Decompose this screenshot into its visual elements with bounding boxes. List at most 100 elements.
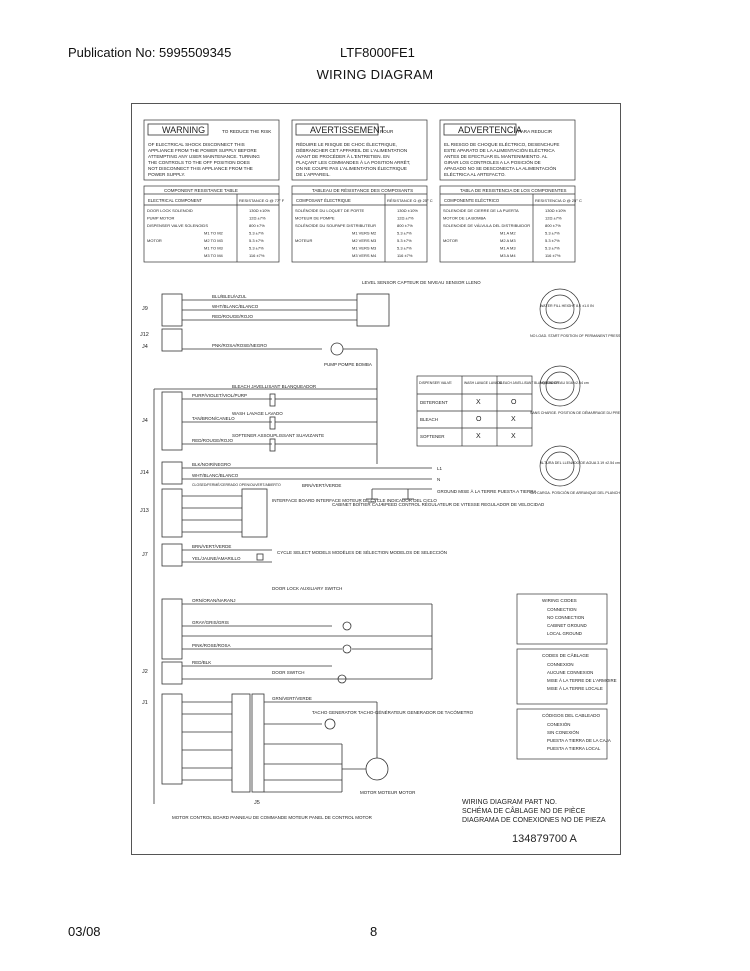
resistance-pair-fr-6: M3 VERS M4 <box>352 253 377 258</box>
pressure-gauges <box>539 288 581 487</box>
wiring-code-es-0: CONEXIÓN <box>547 722 570 727</box>
wire-label-redblk: RED/BLK <box>192 660 211 665</box>
connector-j4a: J4 <box>142 344 148 350</box>
resistance-pair-es-3: M1 A M2 <box>500 231 516 236</box>
label-l1: L1 <box>437 466 443 471</box>
connector-j13: J13 <box>140 508 149 514</box>
resistance-col2-en: RESISTANCE Ω @ 77° F <box>239 198 285 203</box>
resistance-value-fr-6: 116 ±7% <box>397 253 413 258</box>
label-door-lock: DOOR LOCK AUXILIARY SWITCH <box>272 586 342 591</box>
resistance-value-en-5: 5.3 ±7% <box>249 246 264 251</box>
wire-label-red: RED/ROUGE/ROJO <box>212 314 254 319</box>
dispenser-wash-2: X <box>476 433 481 440</box>
wire-label-tan: TAN/BRON/CANELO <box>192 416 235 421</box>
wiring-codes-title-en: WIRING CODES <box>542 598 577 603</box>
dispenser-row-2: SOFTENER <box>420 434 445 439</box>
wire-label-pnk: PNK/ROSA/ROSE/NEGRO <box>212 343 268 348</box>
warning-text-es-1: EL RIESGO DE CHOQUE ELÉCTRICO, DESENCHUF… <box>444 141 559 147</box>
wiring-code-en-0: CONNECTION <box>547 607 577 612</box>
resistance-pair-fr-3: M1 VERS M2 <box>352 231 377 236</box>
wire-label-brn: BRN/VERT/VERDE <box>302 483 341 488</box>
label-bleach: BLEACH JAVELLISANT BLANQUEADOR <box>232 384 317 389</box>
warning-box-fr <box>291 119 428 181</box>
resistance-value-es-6: 116 ±7% <box>545 253 561 258</box>
label-cycle-select: CYCLE SELECT MODELS MODÈLES DE SÉLECTION… <box>277 549 447 555</box>
schematic-wiring <box>153 293 433 804</box>
gauge-label-1: NIVEAU D'EAU 5/16 ±2.54 cm <box>540 381 589 385</box>
wiring-code-fr-1: AUCUNE CONNEXION <box>547 670 593 675</box>
dispenser-row-1: BLEACH <box>420 417 438 422</box>
resistance-table-fr <box>291 185 428 263</box>
wiring-code-es-3: PUESTA A TIERRA LOCAL <box>547 746 601 751</box>
warning-text-fr-5: ON NE COUPE PAS L'ALIMENTATION ÉLECTRIQU… <box>296 165 407 171</box>
wire-label-brn2: BRN/VERT/VERDE <box>192 544 231 549</box>
resistance-value-en-6: 116 ±7% <box>249 253 265 258</box>
wiring-codes-title-es: CÓDIGOS DEL CABLEADO <box>542 712 600 718</box>
part-number-line-0: WIRING DIAGRAM PART NO. <box>462 799 557 806</box>
resistance-value-es-4: 5.3 ±7% <box>545 238 560 243</box>
label-level-sensor: LEVEL SENSOR CAPTEUR DE NIVEAU SENSOR LL… <box>362 280 481 285</box>
resistance-comp-fr-4: MOTEUR <box>295 238 312 243</box>
resistance-comp-en-1: PUMP MOTOR <box>147 216 175 221</box>
gauge-caption-1: SANS CHARGE. POSITION DE DÉMARRAGE DU PR… <box>530 410 620 415</box>
label-motor: MOTOR MOTEUR MOTOR <box>360 790 416 795</box>
wiring-code-fr-3: MISE À LA TERRE LOCALE <box>547 686 603 691</box>
wiring-code-en-3: LOCAL GROUND <box>547 631 582 636</box>
part-number: 134879700 A <box>512 833 578 845</box>
wiring-code-fr-2: MISE À LA TERRE DE L'ARMOIRE <box>547 678 617 683</box>
publication-number: Publication No: 5995509345 <box>68 45 232 60</box>
label-speed-control: SPEED CONTROL RÉGULATEUR DE VITESSE REGU… <box>382 501 545 507</box>
resistance-value-en-4: 5.3 ±7% <box>249 238 264 243</box>
dispenser-row-0: DETERGENT <box>420 400 448 405</box>
resistance-pair-fr-4: M2 VERS M3 <box>352 238 377 243</box>
resistance-pair-es-5: M1 A M3 <box>500 246 516 251</box>
warning-text-fr-3: AVANT DE PROCÉDER À L'ENTRETIEN. EN <box>296 153 390 159</box>
wire-label-grn: GRN/VERT/VERDE <box>272 696 312 701</box>
dispenser-bleach-0: O <box>511 399 517 406</box>
label-ground: GROUND MISE À LA TERRE PUESTA A TIERRA <box>437 488 537 494</box>
resistance-col2-fr: RÉSISTANCE Ω @ 25° C <box>387 198 433 203</box>
wiring-code-en-1: NO CONNECTION <box>547 615 584 620</box>
wire-label-orn: ORN/ORAN/NARANJ <box>192 598 236 603</box>
wiring-code-en-2: CABINET GROUND <box>547 623 587 628</box>
warning-box-es <box>439 119 576 181</box>
resistance-comp-en-0: DOOR LOCK SOLENOID <box>147 208 193 213</box>
warning-text-en-3: ATTEMPTING ANY USER MAINTENANCE. TURNING <box>148 154 260 159</box>
warning-text-en-1: OF ELECTRICAL SHOCK DISCONNECT THIS <box>148 142 245 147</box>
dispenser-bleach-1: X <box>511 416 516 423</box>
wire-label-blk: BLK/NOIR/NEGRO <box>192 462 231 467</box>
resistance-table-es <box>439 185 576 263</box>
warning-text-en-6: POWER SUPPLY. <box>148 172 185 177</box>
resistance-value-fr-3: 5.3 ±7% <box>397 231 412 236</box>
resistance-value-fr-4: 5.3 ±7% <box>397 238 412 243</box>
resistance-col1-en: ELECTRICAL COMPONENT <box>148 198 202 203</box>
warning-text-en-2: APPLIANCE FROM THE POWER SUPPLY BEFORE <box>148 148 257 153</box>
wire-label-wht: WHT/BLANC/BLANCO <box>212 304 259 309</box>
wire-label-purp: PURP/VIOLET/VIOL/PURP <box>192 393 247 398</box>
footer-page-number: 8 <box>370 924 378 939</box>
warning-text-es-3: ANTES DE EFECTUAR EL MANTENIMIENTO. AL <box>444 154 548 159</box>
label-cabinet: CABINET BOÎTIER CAJA <box>332 501 383 507</box>
resistance-title-en: COMPONENT RESISTANCE TABLE <box>164 188 238 193</box>
warning-box-en <box>143 119 280 181</box>
gauge-caption-0: NO LOAD. START POSITION OF PERMANENT PRE… <box>530 334 620 338</box>
resistance-value-fr-1: 12Ω ±7% <box>397 216 414 221</box>
resistance-comp-fr-1: MOTEUR DE POMPE <box>295 216 335 221</box>
resistance-pair-en-4: M2 TO M3 <box>204 238 224 243</box>
resistance-col1-es: COMPONENTE ELÉCTRICO <box>444 198 500 203</box>
resistance-comp-es-1: MOTOR DE LA BOMBA <box>443 216 486 221</box>
resistance-comp-es-2: SOLENOIDE DE VÁLVULA DEL DISTRIBUIDOR <box>443 223 530 228</box>
resistance-value-en-1: 12Ω ±7% <box>249 216 266 221</box>
dispenser-header-valve: DISPENSER VALVE <box>419 381 452 385</box>
connector-j14: J14 <box>140 470 149 476</box>
warning-badge-fr: AVERTISSEMENT <box>310 125 386 135</box>
warning-text-en-5: NOT DISCONNECT THIS APPLIANCE FROM THE <box>148 166 253 171</box>
warning-text-fr-6: DE L'APPAREIL. <box>296 172 331 177</box>
resistance-title-fr: TABLEAU DE RÉSISTANCE DES COMPOSANTS <box>312 187 413 193</box>
resistance-comp-fr-2: SOLÉNOÏDE DU SOUPAPE DISTRIBUTEUR <box>295 223 376 228</box>
resistance-value-fr-2: 800 ±7% <box>397 223 413 228</box>
label-softener: SOFTENER ASSOUPLISSANT SUAVIZANTE <box>232 433 324 438</box>
wiring-code-fr-0: CONNEXION <box>547 662 574 667</box>
wire-label-pink: PINK/ROSE/ROSA <box>192 643 231 648</box>
resistance-pair-en-6: M3 TO M4 <box>204 253 224 258</box>
